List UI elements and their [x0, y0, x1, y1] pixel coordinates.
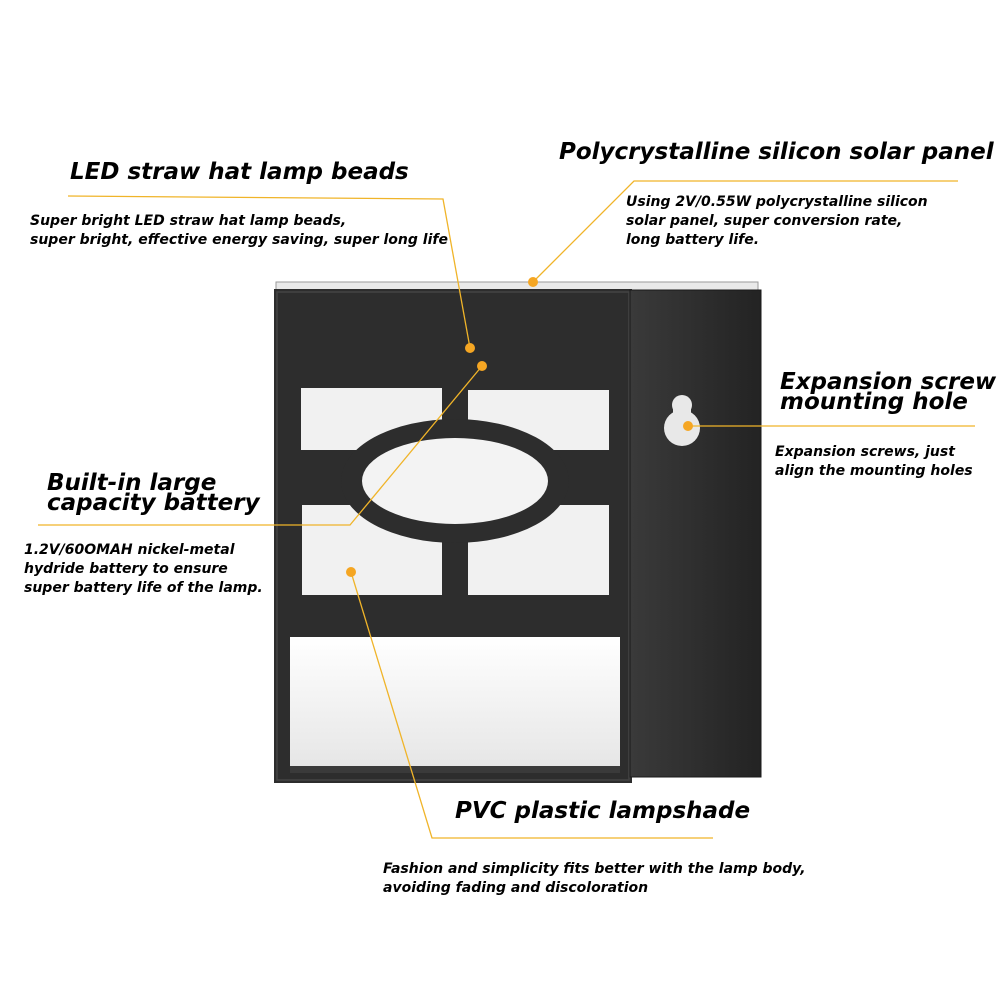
mounting-hole-title: Expansion screw mounting hole [780, 369, 997, 415]
leader-battery [38, 365, 483, 526]
battery-desc-line: 1.2V/60OMAH nickel-metal [24, 542, 235, 558]
led-beads-desc-line: super bright, effective energy saving, s… [30, 232, 448, 248]
lamp-side-body [629, 289, 762, 778]
led-beads-desc-line: Super bright LED straw hat lamp beads, [30, 213, 347, 229]
battery-title: Built-in large capacity battery [47, 470, 260, 516]
mounting-hole-title-line: Expansion screw [780, 369, 997, 395]
dot-lampshade [346, 567, 356, 577]
leader-dots [346, 277, 693, 577]
lampshade-desc-line: avoiding fading and discoloration [383, 880, 649, 896]
solar-panel-desc-line: Using 2V/0.55W polycrystalline silicon [626, 194, 928, 210]
battery-title-line: Built-in large [47, 470, 217, 496]
battery-title-line: capacity battery [47, 490, 260, 516]
led-beads-description: Super bright LED straw hat lamp beads, s… [30, 212, 448, 250]
solar-panel-top [275, 281, 759, 291]
pvc-lampshade [290, 637, 620, 767]
battery-description: 1.2V/60OMAH nickel-metal hydride battery… [24, 541, 263, 598]
leader-solar-panel [532, 180, 958, 283]
dot-solar-panel [528, 277, 538, 287]
battery-desc-line: super battery life of the lamp. [24, 580, 263, 596]
lampshade-description: Fashion and simplicity fits better with … [383, 860, 806, 898]
dot-led-beads [465, 343, 475, 353]
mounting-hole-title-line: mounting hole [780, 389, 968, 415]
lamp-front-edge [276, 291, 630, 781]
mounting-hole-desc-line: align the mounting holes [775, 463, 973, 479]
led-beads-title: LED straw hat lamp beads [70, 159, 409, 185]
dot-battery [477, 361, 487, 371]
solar-panel-title: Polycrystalline silicon solar panel [559, 139, 994, 165]
lampshade-title: PVC plastic lampshade [455, 798, 751, 824]
lampshade-bottom-rim [290, 766, 620, 773]
solar-panel-desc-line: long battery life. [626, 232, 760, 248]
mounting-hole-description: Expansion screws, just align the mountin… [775, 443, 973, 481]
leader-lampshade [350, 571, 713, 839]
mounting-keyhole [664, 395, 700, 446]
leader-lines [38, 180, 975, 839]
leader-led-beads [67, 195, 471, 349]
mounting-hole-desc-line: Expansion screws, just [775, 444, 955, 460]
solar-panel-desc-line: solar panel, super conversion rate, [626, 213, 903, 229]
lampshade-desc-line: Fashion and simplicity fits better with … [383, 861, 806, 877]
dot-mounting-hole [683, 421, 693, 431]
battery-desc-line: hydride battery to ensure [24, 561, 228, 577]
ellipse-window [362, 438, 548, 524]
solar-panel-description: Using 2V/0.55W polycrystalline silicon s… [626, 193, 928, 250]
